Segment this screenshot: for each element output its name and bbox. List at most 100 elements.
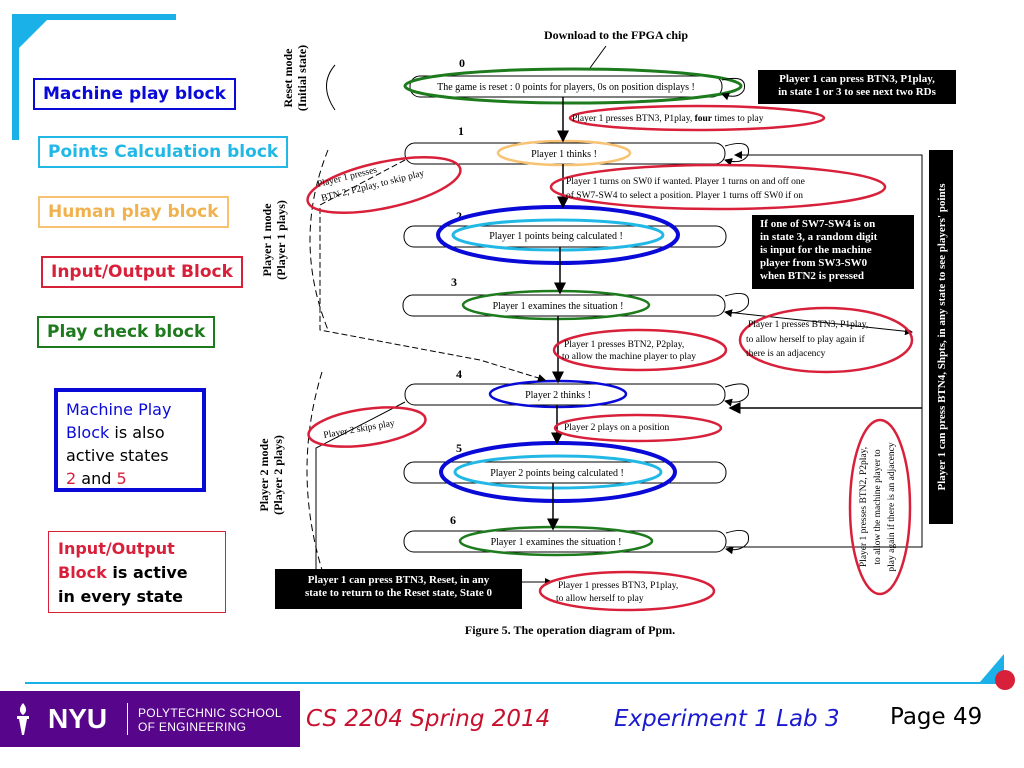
corner-decoration-vertical [12,14,19,140]
diagram-title: Download to the FPGA chip [544,28,688,42]
self-loop-1 [724,143,750,166]
legend-human-play: Human play block [38,196,229,228]
legend-play-check: Play check block [37,316,216,348]
state-1-label: Player 1 thinks ! [531,149,597,160]
shpts-note-box [929,150,953,524]
mode-label-p1-sub: (Player 1 plays) [274,200,288,280]
btn2-label-2: to allow the machine player to play [562,352,696,362]
footer-corner-decoration [980,654,1015,690]
note-line: in state 3, a random digit [760,231,878,243]
state-2-number: 2 [456,209,462,223]
torch-icon [17,703,29,735]
io-highlight-t01 [568,104,826,132]
course-title: CS 2204 Spring 2014 [306,706,551,732]
corner-decoration [12,14,176,20]
switch-label-2: of SW7-SW4 to select a position. Player … [566,190,803,201]
self-loop-3 [724,293,750,318]
state-0-number: 0 [459,56,465,70]
state-5-pointscalc-highlight [453,454,663,490]
again-label-1: Player 1 presses BTN3, P1play, [748,320,868,330]
legend-io-block: Input/Output Block [41,256,243,288]
vertical-transition-label-1: Player 1 presses BTN2, P2play, [859,447,869,567]
callout-line: active states [66,446,169,465]
state-6-label: Player 1 examines the situation ! [491,537,622,548]
mode-label-p2-sub: (Player 2 plays) [271,435,285,515]
mode-bracket [306,371,323,571]
page-number: Page 49 [890,704,983,730]
state-2-box [403,225,727,248]
state-0-playcheck-highlight [403,67,743,105]
mode-label-p2: Player 2 mode [257,438,271,512]
transition-0-1-label: Player 1 presses BTN3, P1play, four time… [572,114,764,124]
p2plays-label: Player 2 plays on a position [564,423,670,433]
mode-label-reset: Reset mode [281,48,295,108]
logo-school-line1: POLYTECHNIC SCHOOL [138,706,282,720]
logo-nyu-text: NYU [48,703,108,734]
self-loop-6 [725,530,750,555]
state-2-pointscalc-highlight [451,218,665,252]
mode-label-reset-sub: (Initial state) [295,45,309,111]
mode-bracket [309,149,329,331]
reset-note: Player 1 can press BTN3, Reset, in any s… [275,569,522,609]
legend-machine-play: Machine play block [33,78,236,110]
p1again-label-2: to allow herself to play [556,593,644,604]
skip-path-player1 [319,159,546,382]
transition-text-emph: four [695,114,713,124]
state-4-number: 4 [456,367,462,381]
btn2-label-1: Player 1 presses BTN2, P2play, [564,340,684,350]
corner-triangle [19,20,47,48]
state-0-box [409,75,723,98]
callout-line: is also [109,423,165,442]
callout-line: and [76,469,117,488]
callout-line: is active [106,563,188,582]
state-0-label: The game is reset : 0 points for players… [437,82,695,93]
io-highlight-again [738,306,914,374]
io-highlight-btn2 [552,328,728,372]
skip2-label: Player 2 skips play [323,419,396,441]
machine-play-callout: Machine Play Block is also active states… [54,388,206,492]
self-loop-4 [724,383,750,407]
footer-line [25,682,1000,684]
io-highlight-skip2 [307,406,427,448]
again-arrow [725,311,913,336]
transition-text: times to play [712,114,764,124]
state-3-number: 3 [451,275,457,289]
state-1-number: 1 [458,124,464,138]
vertical-transition-label-2: to allow the machine player to [873,449,883,565]
callout-line: Block [58,563,107,582]
again-label-2: to allow herself to play again if [746,334,866,345]
rd-note: Player 1 can press BTN3, P1play, in stat… [758,70,956,104]
download-arrow [589,45,607,69]
return-path-right [726,151,923,548]
shpts-note-text: Player 1 can press BTN4, Shpts, in any s… [936,183,948,491]
logo-divider [127,703,128,735]
callout-line: in every state [58,587,183,606]
io-highlight-vertical [848,418,912,596]
figure-caption: Figure 5. The operation diagram of Ppm. [465,623,675,637]
again-label-3: there is an adjacency [746,349,826,359]
note-line: If one of SW7-SW4 is on [760,218,876,230]
io-highlight-skip1 [306,156,462,214]
random-digit-note: If one of SW7-SW4 is on in state 3, a ra… [752,215,914,289]
note-line: is input for the machine [760,244,872,256]
note-line: Player 1 can press BTN3, P1play, [779,73,935,85]
state-4-box [404,383,726,406]
io-highlight-p1again [538,570,716,612]
callout-state-5: 5 [116,469,127,488]
state-4-label: Player 2 thinks ! [525,390,591,401]
note-line: player from SW3-SW0 [760,257,868,269]
vertical-transition-label-3: play again if there is an adjacency [886,442,897,571]
state-3-label: Player 1 examines the situation ! [493,301,624,312]
io-highlight-p2plays [553,413,723,443]
io-highlight-switch [549,163,887,211]
transition-text: Player 1 presses BTN3, P1play, [572,114,695,124]
note-line: state to return to the Reset state, Stat… [304,587,493,599]
note-line: in state 1 or 3 to see next two RDs [778,86,936,98]
mode-label-p1: Player 1 mode [260,203,274,277]
state-5-box [403,461,727,484]
note-line: Player 1 can press BTN3, Reset, in any [307,574,490,586]
switch-label-1: Player 1 turns on SW0 if wanted. Player … [566,176,805,187]
state-5-number: 5 [456,441,462,455]
